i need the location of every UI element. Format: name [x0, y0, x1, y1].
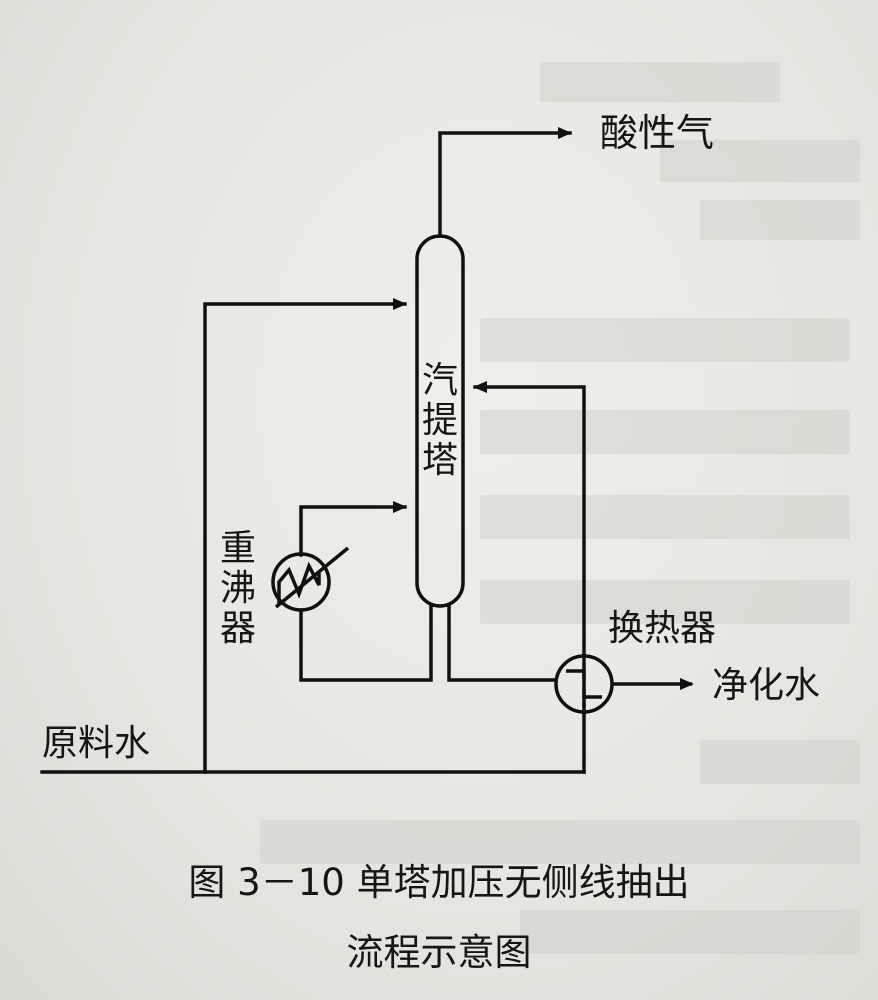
raw-water-label: 原料水 — [42, 723, 150, 764]
reboiler-label-char: 沸 — [220, 568, 256, 609]
feed-line — [203, 298, 407, 774]
acid-gas-label: 酸性气 — [600, 111, 714, 155]
purified-water-label: 净化水 — [712, 665, 820, 706]
bottoms-line — [447, 604, 557, 682]
stripper-label-char: 提 — [422, 400, 458, 441]
reboiler-label-char: 器 — [220, 608, 256, 649]
reboiler-draw-line — [299, 604, 433, 682]
reboiler-label: 重沸器 — [220, 528, 256, 649]
stripper-label-char: 塔 — [422, 440, 458, 481]
figure-caption-line2: 流程示意图 — [347, 931, 532, 974]
reboiler-return-line — [299, 501, 407, 557]
acid-gas-line — [438, 127, 572, 238]
reboiler-symbol — [271, 546, 350, 612]
stripper-label-char: 汽 — [422, 360, 458, 401]
reboiler-label-char: 重 — [220, 528, 256, 569]
stripper-label: 汽提塔 — [422, 360, 458, 481]
figure-caption-line1: 图 3－10 单塔加压无侧线抽出 — [188, 861, 689, 904]
exchanger-feed-return — [473, 381, 586, 707]
heat-exchanger-label: 换热器 — [608, 608, 716, 649]
